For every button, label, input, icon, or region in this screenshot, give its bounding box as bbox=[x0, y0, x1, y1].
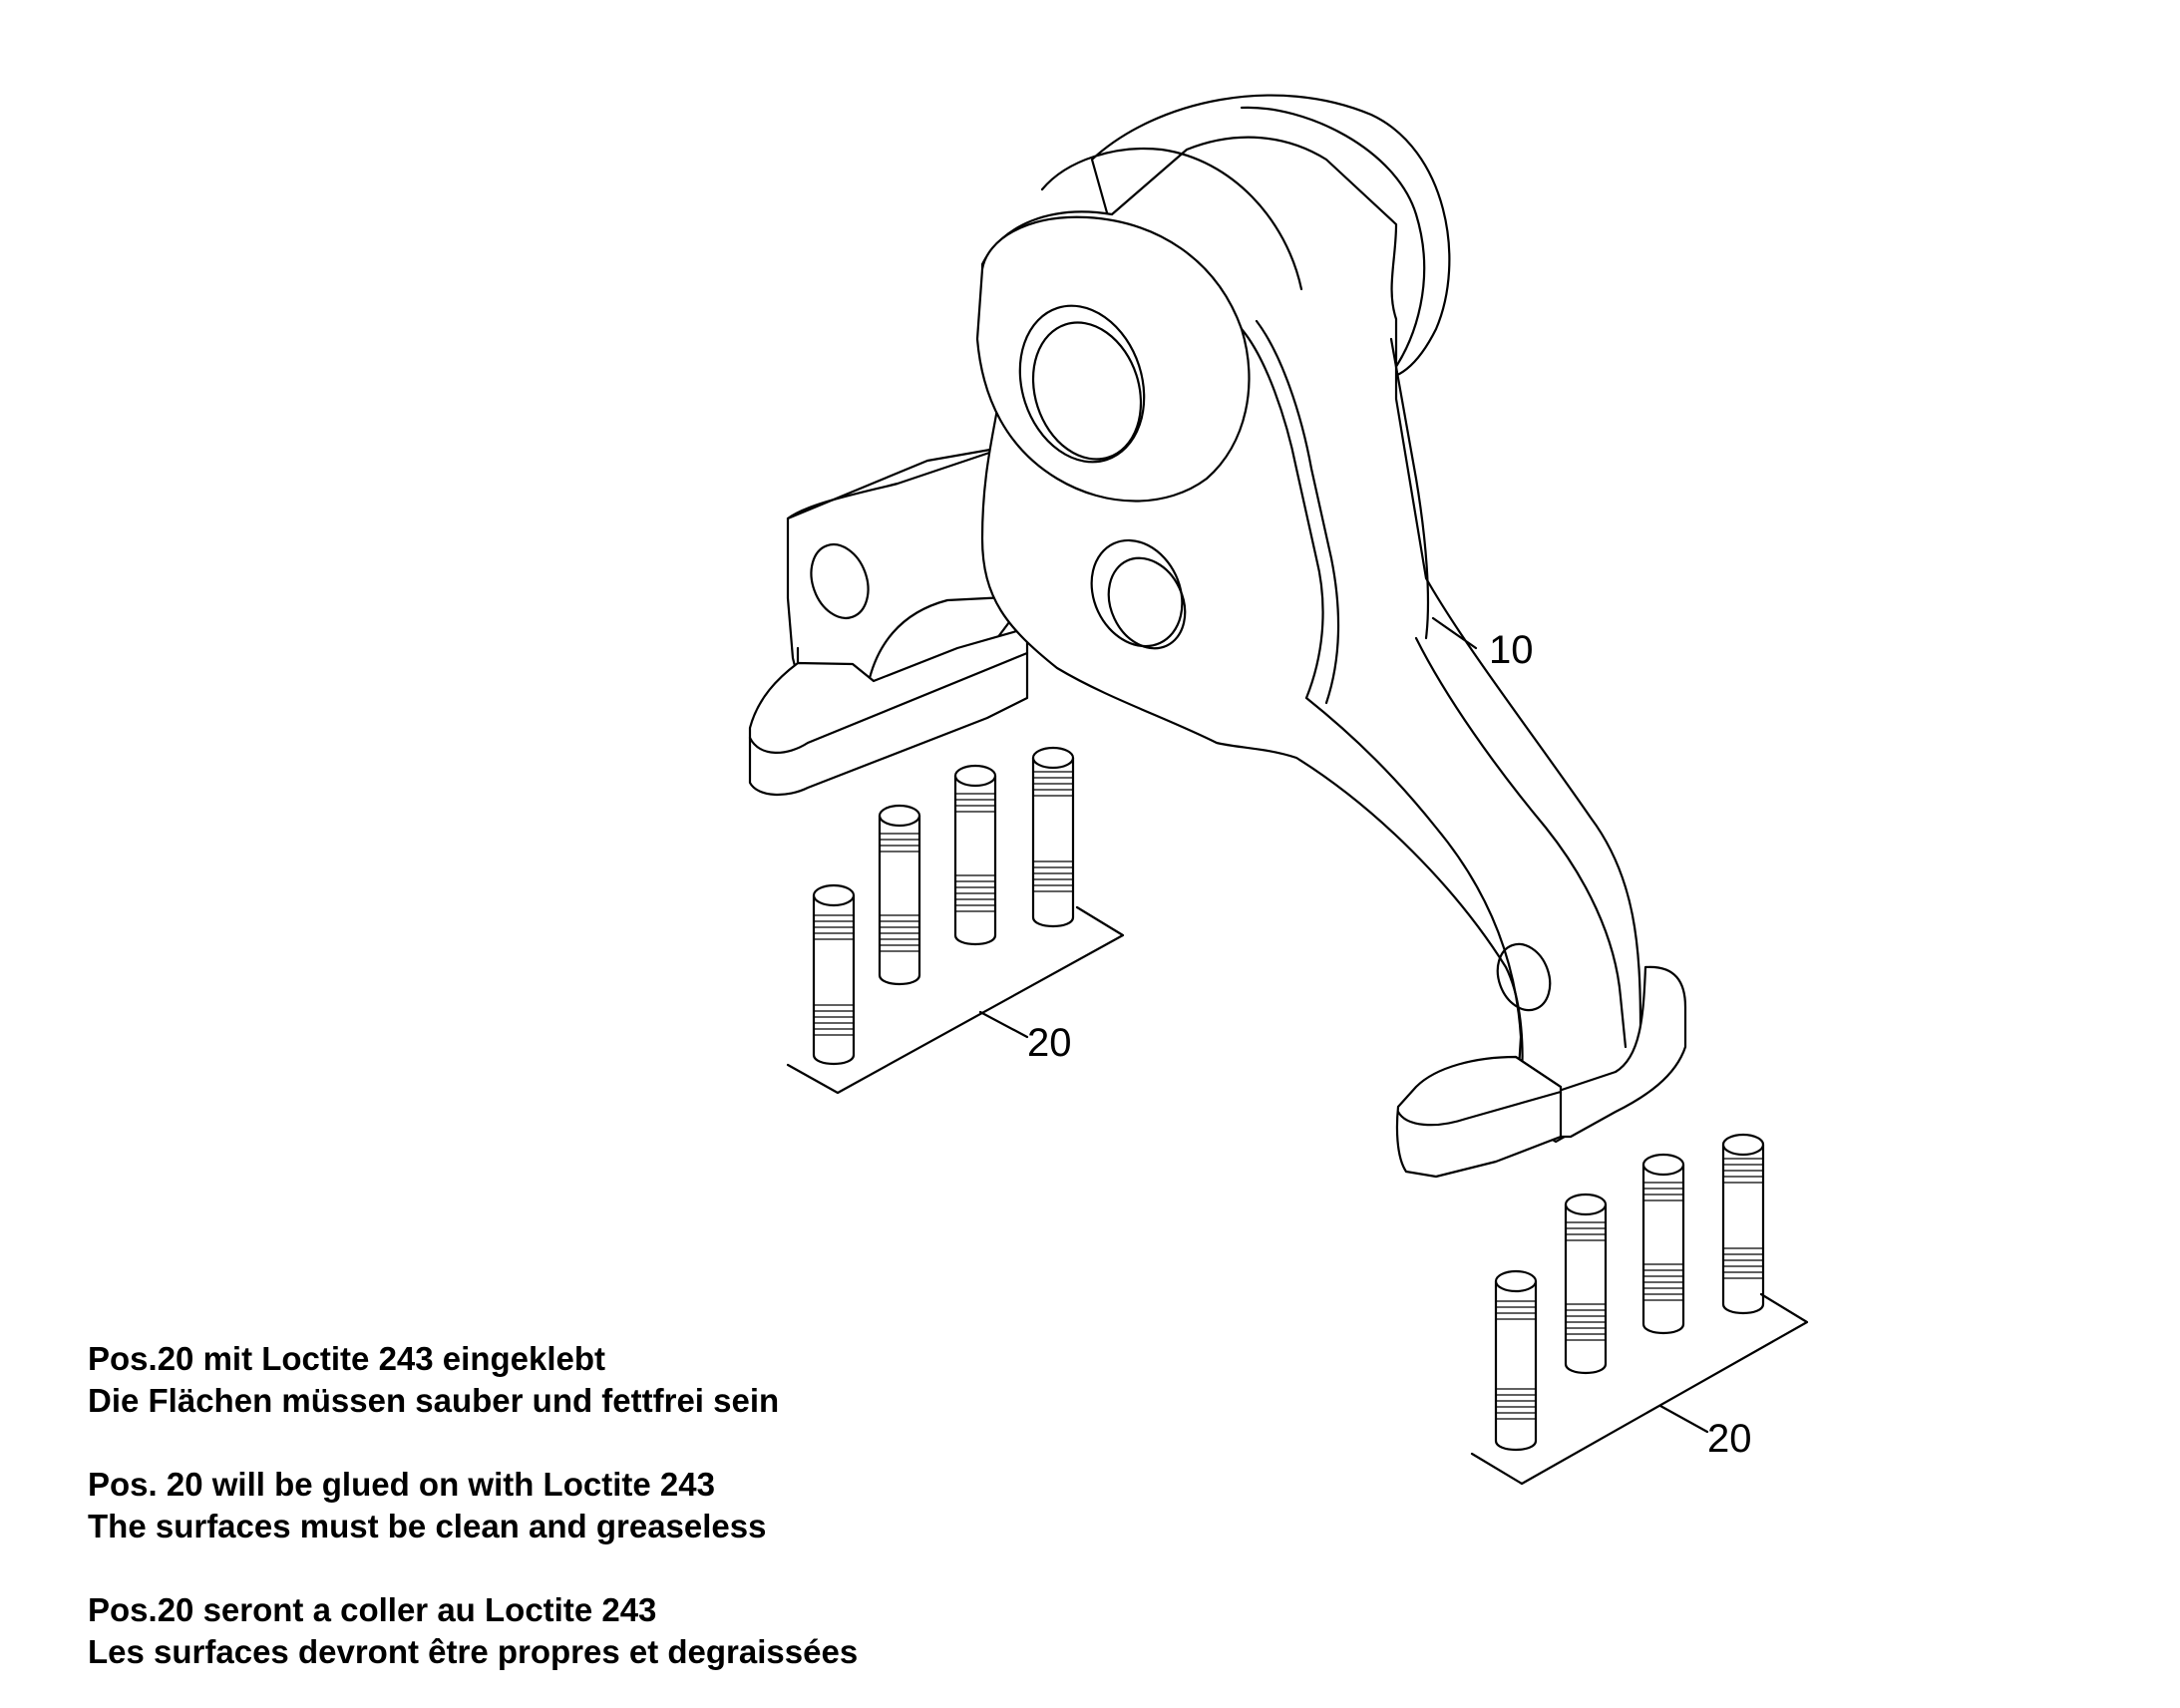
stud bbox=[1031, 746, 1075, 928]
bracket-arm-part-10 bbox=[748, 94, 1687, 1179]
stud-set-lower bbox=[1470, 1133, 1809, 1486]
stud bbox=[1564, 1193, 1608, 1375]
stud bbox=[1494, 1269, 1538, 1452]
callout-bracket-upper bbox=[786, 905, 1125, 1095]
stud-set-upper bbox=[786, 746, 1125, 1095]
note-french: Pos.20 seront a coller au Loctite 243 Le… bbox=[88, 1589, 858, 1673]
callout-stud-set-upper: 20 bbox=[1027, 1021, 1072, 1065]
note-line: Pos. 20 will be glued on with Loctite 24… bbox=[88, 1466, 715, 1503]
stud bbox=[1641, 1153, 1685, 1335]
stud bbox=[878, 804, 921, 986]
right-foot bbox=[1554, 965, 1687, 1139]
tab-hole bbox=[810, 543, 870, 619]
note-line: Die Flächen müssen sauber und fettfrei s… bbox=[88, 1382, 780, 1419]
assembly-notes: Pos.20 mit Loctite 243 eingeklebt Die Fl… bbox=[88, 1338, 858, 1673]
stud bbox=[953, 764, 997, 946]
note-line: Pos.20 mit Loctite 243 eingeklebt bbox=[88, 1340, 606, 1377]
note-line: The surfaces must be clean and greaseles… bbox=[88, 1508, 767, 1544]
pivot-face bbox=[975, 215, 1251, 503]
leader-line-part-10 bbox=[1431, 616, 1478, 650]
note-line: Pos.20 seront a coller au Loctite 243 bbox=[88, 1591, 657, 1628]
callout-bracket-lower bbox=[1470, 1292, 1809, 1486]
note-german: Pos.20 mit Loctite 243 eingeklebt Die Fl… bbox=[88, 1338, 858, 1422]
pivot-bore bbox=[1018, 304, 1146, 464]
callout-stud-set-lower: 20 bbox=[1707, 1417, 1752, 1461]
left-foot bbox=[748, 626, 1029, 797]
note-english: Pos. 20 will be glued on with Loctite 24… bbox=[88, 1464, 858, 1547]
bottom-hole bbox=[1496, 942, 1552, 1012]
right-foot-pad bbox=[1395, 1055, 1563, 1179]
middle-hole bbox=[1090, 538, 1184, 648]
stud bbox=[812, 883, 856, 1066]
callout-part-10: 10 bbox=[1489, 628, 1534, 672]
note-line: Les surfaces devront être propres et deg… bbox=[88, 1633, 859, 1670]
stud bbox=[1721, 1133, 1765, 1315]
